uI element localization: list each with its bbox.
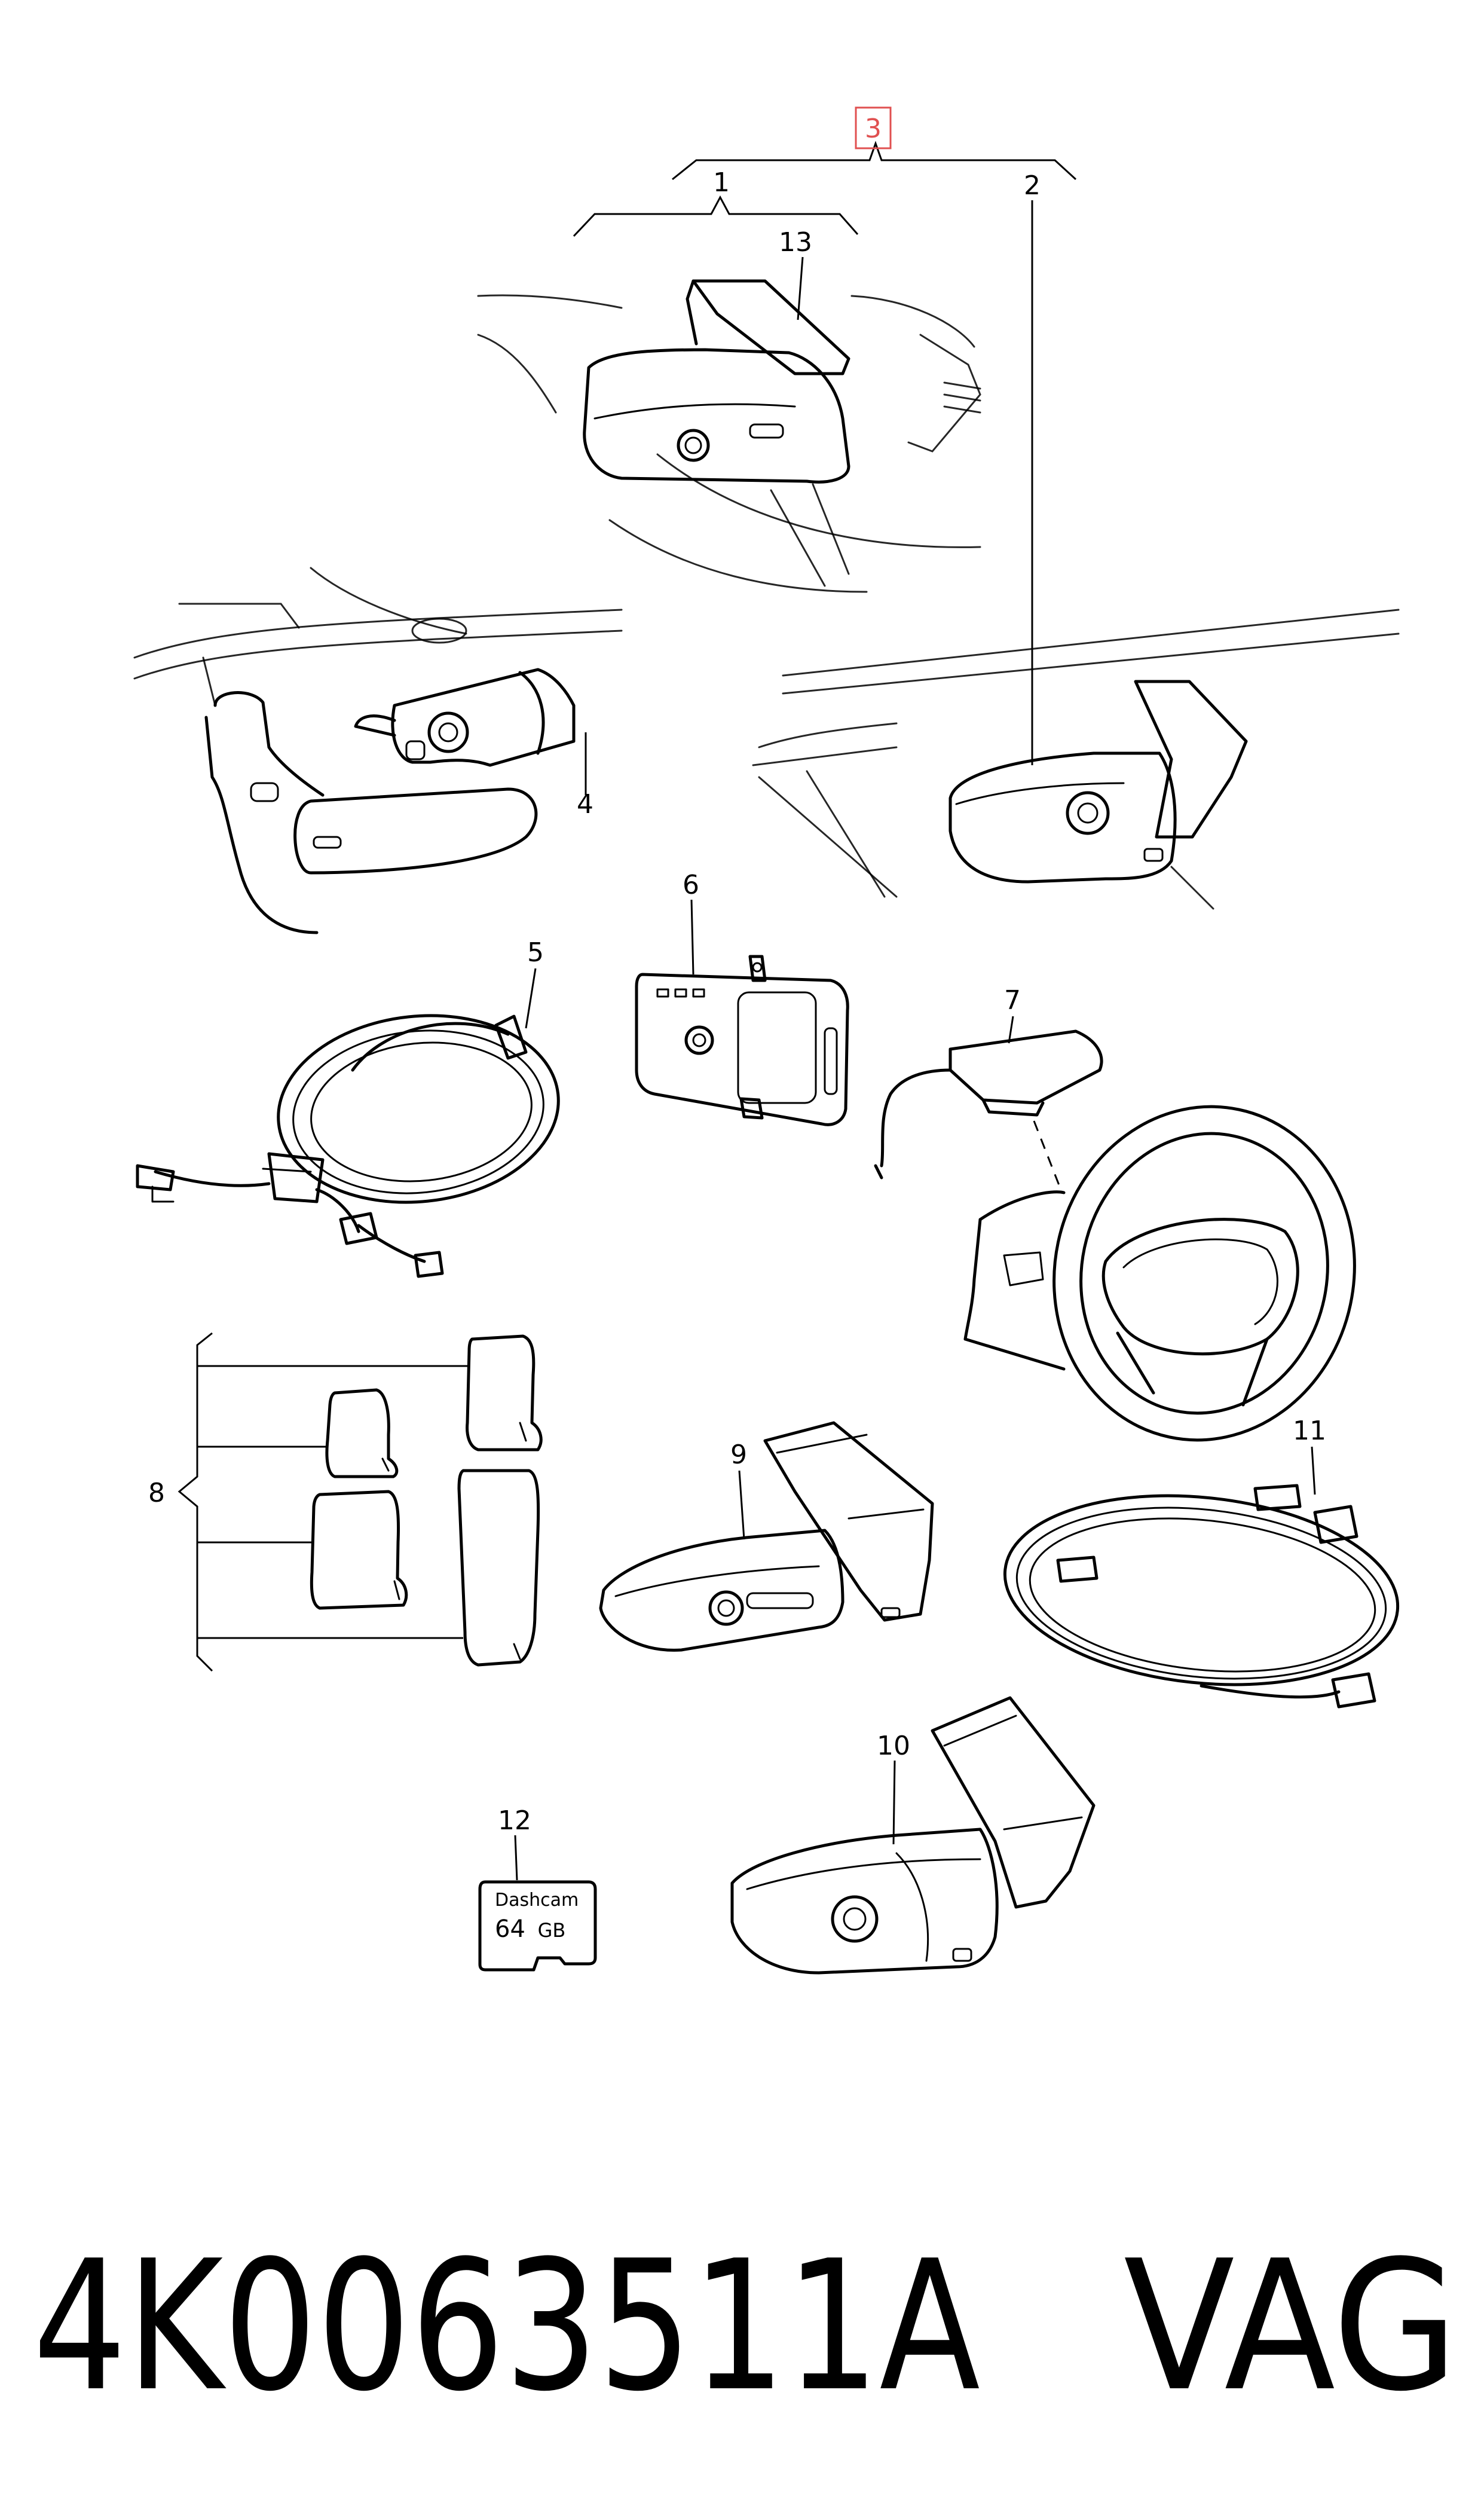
callout-2: 2 [1024, 170, 1041, 201]
callout-4: 4 [577, 789, 593, 820]
sd-card-label: Dashcam [495, 1890, 579, 1911]
illustration-item-9 [599, 1421, 934, 1652]
leader-11 [1311, 1446, 1316, 1495]
group-bracket-1 [573, 195, 859, 237]
callout-8: 8 [148, 1478, 165, 1508]
callout-12: 12 [498, 1805, 531, 1836]
callout-9: 9 [730, 1440, 747, 1470]
illustration-item-13 [477, 279, 981, 593]
callout-1: 1 [713, 167, 730, 198]
sd-card-capacity: 64 [495, 1915, 525, 1943]
brand-name: VAG [1124, 2222, 1458, 2431]
sd-card-unit: GB [538, 1919, 566, 1942]
illustration-item-11 [1003, 1484, 1400, 1709]
callout-labels: 3 1 2 13 4 6 5 7 8 9 11 10 12 [148, 114, 1326, 1836]
illustration-item-12: Dashcam 64 GB [478, 1880, 597, 1972]
part-number: 4K0063511A [33, 2222, 981, 2431]
callout-11: 11 [1293, 1416, 1326, 1446]
callout-5: 5 [527, 937, 544, 968]
illustration-item-4 [133, 567, 623, 934]
callout-6: 6 [683, 870, 699, 900]
leader-5 [525, 968, 537, 1029]
illustration-item-8 [178, 1332, 543, 1672]
group-bracket-3 [672, 106, 1077, 181]
illustration-item-10 [730, 1696, 1096, 1975]
leader-13 [797, 256, 804, 320]
leader-7 [1008, 1016, 1014, 1044]
illustration-item-5 [136, 1014, 560, 1278]
callout-7: 7 [1004, 985, 1021, 1016]
footer: 4K0063511A VAG [33, 2222, 1458, 2431]
callout-13: 13 [779, 227, 812, 258]
leader-12 [514, 1835, 518, 1881]
leader-6 [690, 899, 694, 975]
leader-9 [738, 1470, 745, 1540]
callout-10: 10 [877, 1731, 910, 1761]
callout-3-highlight-box [855, 106, 892, 149]
svg-text:64 GB: 64 GB [495, 1915, 565, 1943]
leader-lines [514, 200, 1316, 1881]
illustration-item-7 [874, 1029, 1356, 1442]
illustration-item-2 [752, 609, 1400, 910]
callout-3: 3 [865, 114, 882, 144]
illustration-item-6 [635, 955, 849, 1126]
leader-10 [892, 1760, 896, 1845]
